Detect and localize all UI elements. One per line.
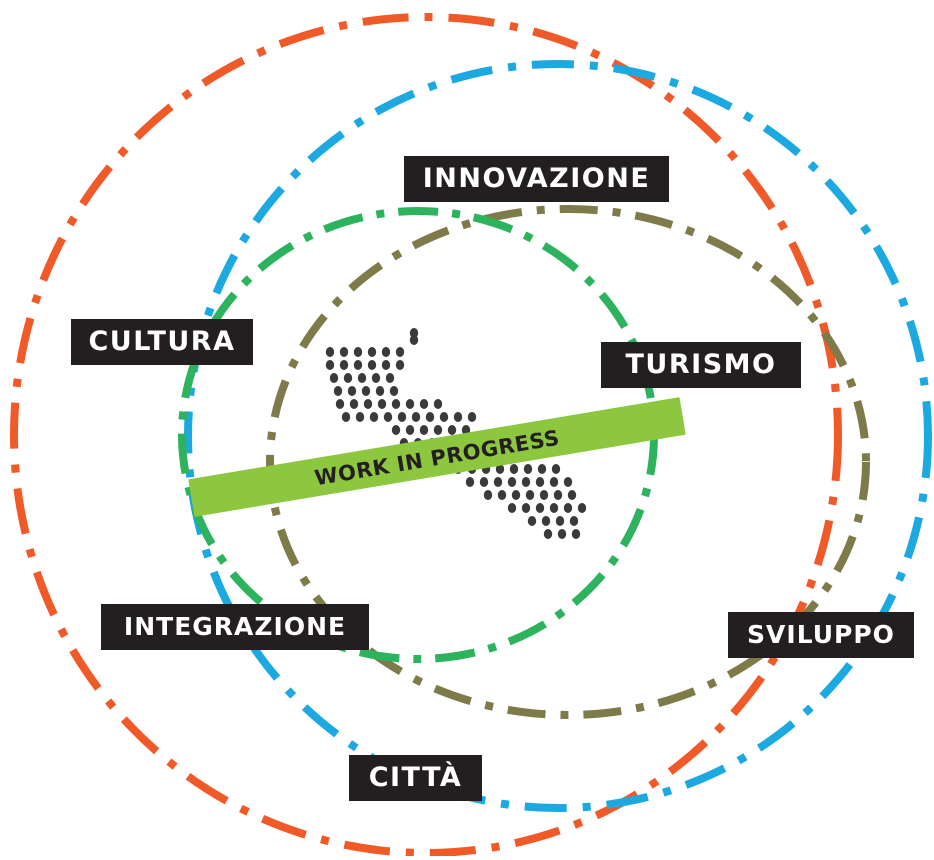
map-dot [465,477,475,487]
map-dot [395,360,405,370]
map-dot [535,477,545,487]
map-dot [341,412,351,422]
map-dot [325,360,335,370]
map-dot [567,490,577,500]
map-dot [419,425,429,435]
label-cultura: CULTURA [71,319,253,365]
map-dot [439,412,449,422]
map-dot [349,399,359,409]
map-dot [353,360,363,370]
map-dot [555,516,565,526]
map-dot [369,412,379,422]
map-dot [391,399,401,409]
label-citta: CITTÀ [349,755,482,801]
map-dot [361,386,371,396]
map-dot [339,347,349,357]
map-dot [523,464,533,474]
map-dot [397,412,407,422]
map-dot [367,347,377,357]
ring-blue [184,60,932,812]
map-dot [497,490,507,500]
label-integrazione: INTEGRAZIONE [101,604,369,650]
map-dot [535,503,545,513]
map-dot [353,347,363,357]
map-dot [381,347,391,357]
map-dot [509,464,519,474]
map-dot [495,464,505,474]
map-dot [553,490,563,500]
map-dot [409,335,419,345]
map-dot [433,425,443,435]
map-dot [409,328,419,338]
map-dot [527,516,537,526]
map-dot [375,386,385,396]
ring-olive [266,205,870,719]
map-dot [507,477,517,487]
map-dot [483,490,493,500]
map-dot [381,360,391,370]
map-dot [377,399,387,409]
map-dot [557,529,567,539]
map-dot [347,386,357,396]
map-dot [525,490,535,500]
map-dot [537,464,547,474]
map-dot [411,412,421,422]
work-in-progress-banner: WORK IN PROGRESS [188,397,686,517]
map-dot [549,503,559,513]
map-dot [419,399,429,409]
map-dot [493,477,503,487]
map-dot [391,425,401,435]
map-dot [367,360,377,370]
map-dot [541,516,551,526]
map-dot [539,490,549,500]
map-dot [577,503,587,513]
map-dot [385,373,395,383]
map-dot [339,360,349,370]
map-dot [343,373,353,383]
map-dot [355,412,365,422]
map-dot [389,386,399,396]
map-dot [333,386,343,396]
label-sviluppo: SVILUPPO [728,612,914,658]
map-dot [335,399,345,409]
ring-outer-orange [10,13,842,857]
map-dot [479,477,489,487]
map-dot [433,399,443,409]
dotted-map-icon [325,328,587,539]
map-dot [551,464,561,474]
map-dot [325,347,335,357]
label-turismo: TURISMO [601,342,801,388]
map-dot [467,412,477,422]
map-dot [563,477,573,487]
map-dot [363,399,373,409]
map-dot [405,425,415,435]
map-dot [571,529,581,539]
map-dot [357,373,367,383]
label-innovazione: INNOVAZIONE [404,156,669,202]
map-dot [453,412,463,422]
map-dot [461,425,471,435]
map-dot [569,516,579,526]
map-dot [521,503,531,513]
map-dot [447,425,457,435]
map-dot [425,412,435,422]
map-dot [507,503,517,513]
map-dot [543,529,553,539]
map-dot [371,373,381,383]
map-dot [549,477,559,487]
map-dot [563,503,573,513]
map-dot [511,490,521,500]
map-dot [521,477,531,487]
map-dot [395,347,405,357]
map-dot [329,373,339,383]
map-dot [383,412,393,422]
map-dot [405,399,415,409]
